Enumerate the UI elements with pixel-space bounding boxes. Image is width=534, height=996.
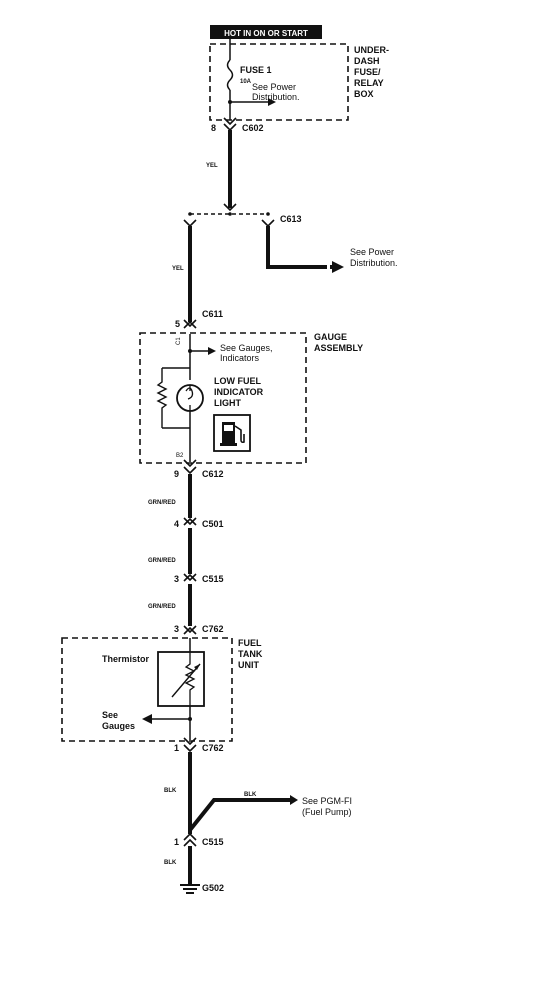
connector-c613-right	[261, 219, 275, 228]
fuel-tank-title-2: TANK	[238, 649, 263, 659]
fuse-box-title-4: RELAY	[354, 78, 384, 88]
tank-see-1: See	[102, 710, 118, 720]
wire-label-blk-3: BLK	[164, 860, 177, 866]
c612-label: C612	[202, 469, 224, 479]
thermistor-arrow	[194, 664, 200, 670]
splice-dot-3	[188, 717, 192, 721]
c611-pin: 5	[175, 319, 180, 329]
pgm-fi-1: See PGM-FI	[302, 796, 352, 806]
junction-dot-mid	[228, 212, 232, 216]
connector-c612	[183, 459, 197, 475]
g502-label: G502	[202, 883, 224, 893]
see-power-2: Distribution.	[252, 92, 300, 102]
fuse-box-title-3: FUSE/	[354, 67, 381, 77]
c613-label: C613	[280, 214, 302, 224]
power-dist-2: Distribution.	[350, 258, 398, 268]
power-dist-1: See Power	[350, 247, 394, 257]
fuel-tank-outline	[61, 637, 233, 742]
connector-c515-a	[183, 573, 197, 582]
tank-see-2: Gauges	[102, 721, 135, 731]
wire-label-yel-1: YEL	[206, 163, 218, 169]
c515b-pin: 1	[174, 837, 179, 847]
fuel-pump-icon	[213, 414, 251, 452]
c611-label: C611	[202, 309, 223, 319]
low-fuel-2: INDICATOR	[214, 387, 264, 397]
connector-c762-bottom	[183, 737, 197, 753]
c612-pin: 9	[174, 469, 179, 479]
connector-c515-b	[183, 832, 197, 847]
arrow-pgm-fi	[290, 795, 298, 805]
junction-dot-left	[188, 212, 192, 216]
arrow-power-dist-2	[332, 261, 344, 273]
connector-c613-left	[183, 219, 197, 228]
see-gauges-1: See Gauges,	[220, 343, 273, 353]
hot-label: HOT IN ON OR START	[224, 29, 308, 38]
wire-label-blk-1: BLK	[164, 788, 177, 794]
c515a-pin: 3	[174, 574, 179, 584]
fuel-tank-title-1: FUEL	[238, 638, 262, 648]
gauge-title-1: GAUGE	[314, 332, 347, 342]
splice-dot-2	[188, 349, 192, 353]
gauge-pin-top: C1	[176, 337, 182, 345]
thermistor-slash	[171, 663, 201, 698]
connector-c613-top	[223, 203, 237, 212]
pgm-fi-2: (Fuel Pump)	[302, 807, 352, 817]
fuse-box-outline	[209, 43, 349, 121]
connector-c501	[183, 517, 197, 526]
c515b-label: C515	[202, 837, 224, 847]
thermistor-symbol	[184, 652, 196, 706]
resistor-symbol	[156, 368, 168, 428]
see-power-1: See Power	[252, 82, 296, 92]
gauge-title-2: ASSEMBLY	[314, 343, 363, 353]
c602-label: C602	[242, 123, 264, 133]
connector-c762-top	[183, 625, 197, 635]
thermistor-box	[157, 651, 205, 707]
low-fuel-3: LIGHT	[214, 398, 241, 408]
fuel-tank-title-3: UNIT	[238, 660, 259, 670]
c602-pin: 8	[211, 123, 216, 133]
ground-symbol	[180, 884, 200, 894]
wire-label-grn-red-3: GRN/RED	[148, 604, 176, 610]
wire-label-yel-2: YEL	[172, 266, 184, 272]
c762a-label: C762	[202, 624, 224, 634]
c762b-pin: 1	[174, 743, 179, 753]
wire-pgm-fi-branch	[188, 798, 290, 832]
c515a-label: C515	[202, 574, 224, 584]
splice-dot	[228, 100, 232, 104]
fuse-box-title-1: UNDER-	[354, 45, 389, 55]
wire-label-grn-red-1: GRN/RED	[148, 500, 176, 506]
fuse-box-title-5: BOX	[354, 89, 374, 99]
arrow-see-gauges-2	[142, 714, 152, 724]
c501-label: C501	[202, 519, 224, 529]
fuse-rating: 10A	[240, 79, 252, 85]
bulb-filament	[185, 385, 194, 411]
c762b-label: C762	[202, 743, 224, 753]
wire-label-blk-2: BLK	[244, 792, 257, 798]
c762a-pin: 3	[174, 624, 179, 634]
see-gauges-2: Indicators	[220, 353, 260, 363]
fuse-box-title-2: DASH	[354, 56, 380, 66]
c501-pin: 4	[174, 519, 179, 529]
fuse-name: FUSE 1	[240, 65, 272, 75]
junction-dot-right	[266, 212, 270, 216]
wire-label-grn-red-2: GRN/RED	[148, 558, 176, 564]
arrow-power-dist	[268, 98, 276, 106]
wire-power-dist-branch	[266, 226, 322, 269]
hot-label-box	[210, 25, 322, 39]
low-fuel-1: LOW FUEL	[214, 376, 261, 386]
gauge-pin-bottom: B2	[176, 453, 184, 459]
arrow-see-gauges	[208, 347, 216, 355]
connector-c611	[183, 319, 197, 329]
thermistor-label: Thermistor	[102, 654, 150, 664]
gauge-assembly-outline	[139, 332, 307, 464]
fuse-symbol	[226, 59, 234, 91]
